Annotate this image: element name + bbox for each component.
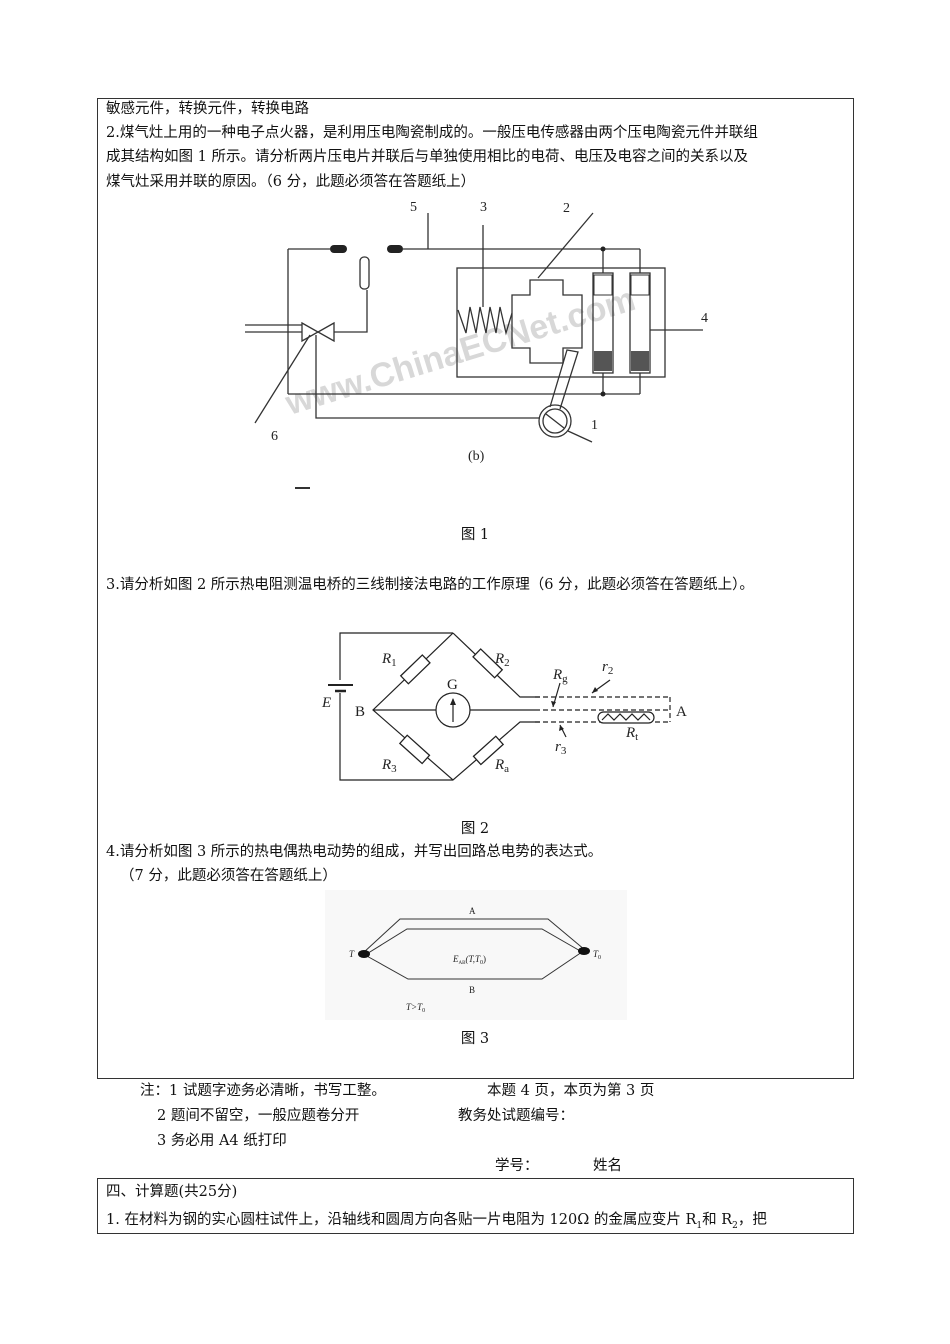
label-r1: R1	[381, 651, 397, 669]
footer-note-3: 3 务必用 A4 纸打印	[157, 1133, 287, 1149]
question-box-bottom	[97, 1178, 854, 1234]
label-b: B	[355, 704, 365, 720]
footer-note-2: 2 题间不留空，一般应题卷分开	[157, 1108, 360, 1124]
answer-line: 敏感元件，转换元件，转换电路	[106, 101, 309, 117]
question-2-line: 2.煤气灶上用的一种电子点火器，是利用压电陶瓷制成的。一般压电传感器由两个压电陶…	[106, 125, 758, 141]
subscript: 1	[696, 1220, 703, 1231]
label-emf: EAB(T,T0)	[452, 954, 486, 966]
figure-1-igniter-diagram: www.ChinaECNet.com	[245, 200, 708, 489]
calc-question-1-text: 和 R	[702, 1212, 733, 1228]
figure-3-caption: 图 3	[460, 1031, 490, 1047]
question-box-top	[97, 98, 854, 1079]
label-r2-wire: r2	[602, 659, 613, 677]
subscript: 2	[732, 1220, 738, 1231]
footer-exam-code: 教务处试题编号：	[458, 1108, 574, 1124]
figure-2-bridge-circuit: R1 R2 Rg r2 r3 Rt R3 Ra G E B A	[321, 632, 687, 781]
label-rt: Rt	[625, 725, 638, 743]
label-e: E	[321, 695, 331, 711]
label-r3-wire: r3	[555, 739, 567, 757]
figure-2-caption: 图 2	[460, 821, 490, 837]
figure-3-thermocouple-diagram: A B T T0 EAB(T,T0) T>T0	[325, 890, 627, 1020]
label-conductor-a: A	[469, 906, 476, 916]
figure-1-subcaption: (b)	[468, 449, 485, 464]
name-label: 姓名	[593, 1158, 622, 1174]
footer-note-1: 注：1 试题字迹务必清晰，书写工整。	[140, 1083, 386, 1099]
section-4-title: 四、计算题(共25分)	[106, 1184, 238, 1200]
label-a: A	[676, 704, 687, 720]
question-2-line: 成其结构如图 1 所示。请分析两片压电片并联后与单独使用相比的电荷、电压及电容之…	[106, 149, 748, 165]
label-ra: Ra	[494, 757, 509, 775]
figure-1-label-5: 5	[410, 200, 417, 215]
question-2-line: 煤气灶采用并联的原因。（6 分，此题必须答在答题纸上）	[106, 174, 476, 190]
figure-1-label-1: 1	[591, 418, 598, 433]
student-id-label: 学号：	[495, 1158, 539, 1174]
calc-question-1-text: ，把	[737, 1212, 767, 1228]
calc-question-1-text: 1. 在材料为钢的实心圆柱试件上，沿轴线和圆周方向各贴一片电阻为 120Ω 的金…	[106, 1212, 697, 1228]
label-t: T	[349, 949, 355, 959]
figure-1-label-4: 4	[701, 311, 708, 326]
label-r2: R2	[494, 651, 510, 669]
label-rg: Rg	[552, 667, 568, 685]
figure-1-label-3: 3	[480, 200, 487, 215]
figure-1-caption: 图 1	[460, 527, 490, 543]
calc-question-1: 1. 在材料为钢的实心圆柱试件上，沿轴线和圆周方向各贴一片电阻为 120Ω 的金…	[106, 1211, 767, 1235]
label-r3: R3	[381, 757, 397, 775]
question-3-text: 3.请分析如图 2 所示热电阻测温电桥的三线制接法电路的工作原理（6 分，此题必…	[106, 577, 754, 593]
question-4-line: （7 分，此题必须答在答题纸上）	[120, 868, 337, 884]
label-conductor-b: B	[469, 985, 475, 995]
footer-page-count: 本题 4 页，本页为第 3 页	[487, 1083, 655, 1099]
figure-1-label-6: 6	[271, 429, 278, 444]
figure-1-label-2: 2	[563, 201, 570, 216]
label-condition: T>T0	[406, 1002, 425, 1014]
label-g: G	[447, 677, 458, 693]
figure-1-watermark: www.ChinaECNet.com	[280, 280, 640, 423]
question-4-line: 4.请分析如图 3 所示的热电偶热电动势的组成，并写出回路总电势的表达式。	[106, 844, 603, 860]
label-t0: T0	[593, 949, 601, 961]
